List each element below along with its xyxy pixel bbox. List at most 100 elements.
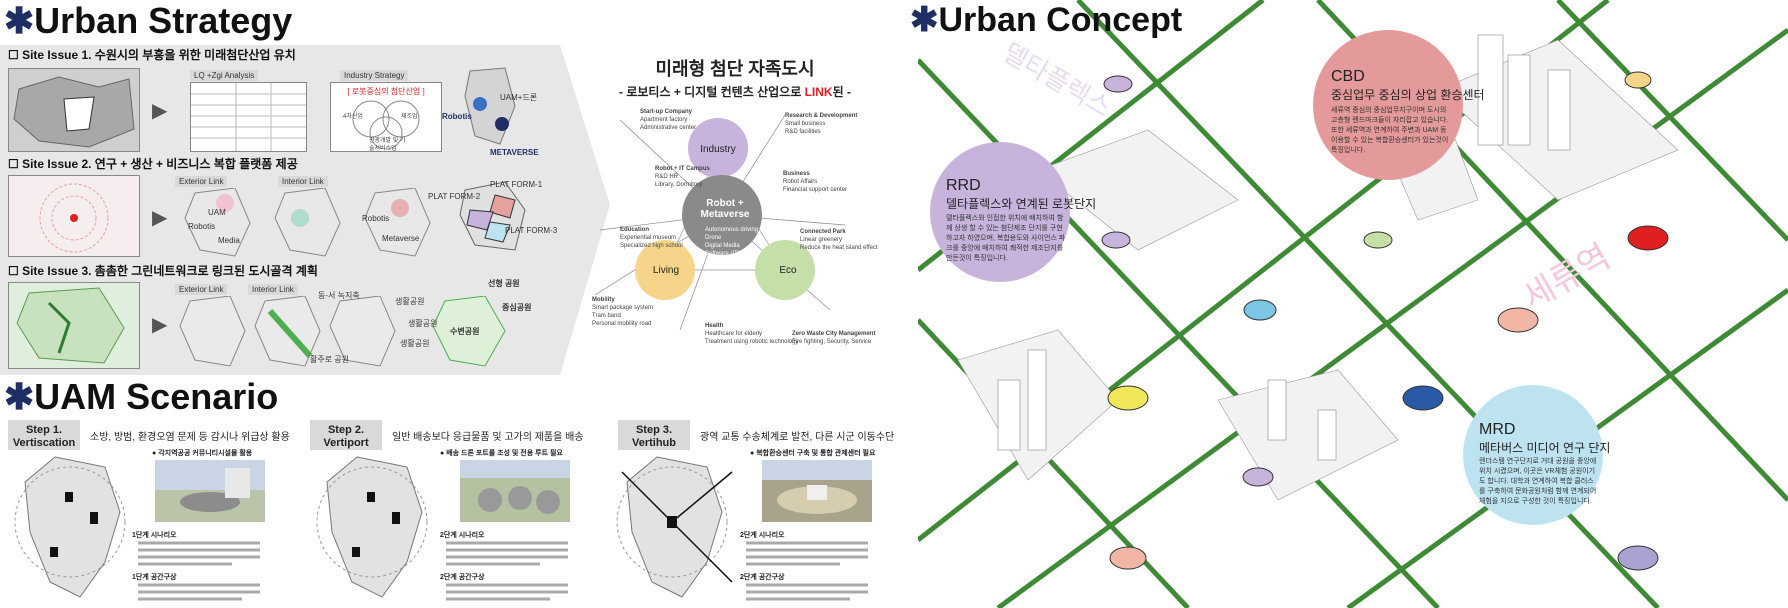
- step-2-text: [440, 540, 570, 575]
- exterior-link-label: Exterior Link: [175, 284, 228, 295]
- arrow-icon: ▶: [152, 207, 168, 229]
- platform-label: PLAT FORM-2: [428, 192, 481, 201]
- site-map-1: [8, 68, 140, 152]
- link-label: UAM: [208, 208, 226, 217]
- step-3-map: [616, 456, 733, 598]
- living-node: [635, 240, 695, 300]
- step-1-text: [132, 540, 262, 575]
- step-1-render: [155, 460, 265, 522]
- platform-label: PLAT FORM-3: [505, 226, 558, 235]
- green-label: 동-서 녹지축: [318, 291, 360, 300]
- eco-label: Eco: [779, 265, 797, 276]
- step-3-badge: Step 3.Vertihub: [618, 420, 690, 450]
- green-label: 활주로 공원: [310, 355, 350, 364]
- site-map-2: [8, 175, 140, 257]
- future-city-diagram: 미래형 첨단 자족도시 - 로보티스 + 디지털 컨텐츠 산업으로 LINK된 …: [590, 55, 880, 100]
- mrd-text: 렌더스템 연구단지로 거대 공원을 중앙에 위치 시켰으며, 이곳은 VR체험 …: [1479, 458, 1597, 505]
- arrow-icon: ▶: [152, 100, 168, 122]
- step-1-bullet: ● 각지역공공 커뮤니티시설물 활용: [152, 450, 253, 457]
- center-node: [682, 175, 762, 255]
- green-label: 생활공원: [408, 319, 438, 328]
- cbd-text: 세류역 중심의 중심업무지구이며 도시의 고층형 랜드마크들이 자리잡고 있습니…: [1331, 107, 1449, 154]
- asterisk-icon: ✱: [4, 376, 35, 417]
- diagram-subtitle: - 로보티스 + 디지털 컨텐츠 산업으로 LINK된 -: [619, 85, 851, 99]
- concept-map: [918, 0, 1788, 608]
- green-label: 수변공원: [450, 327, 480, 336]
- step-1-badge: Step 1.Vertiscation: [8, 420, 80, 450]
- link-label: Robotis: [188, 222, 216, 231]
- rrd-title: RRD: [946, 177, 981, 194]
- platform-label: PLAT FORM-1: [490, 180, 543, 189]
- site-map-3: [8, 282, 140, 369]
- step-3-space: 2단계 공간구상: [740, 574, 785, 581]
- cbd-subtitle: 중심업무 중심의 상업 환승센터: [1331, 88, 1485, 102]
- diagram-network: [594, 114, 846, 331]
- link-diagrams: [184, 188, 431, 257]
- asterisk-icon: ✱: [4, 0, 35, 41]
- robotis-map: [460, 66, 520, 146]
- step-3-desc: 광역 교통 수송체계로 발전, 다른 시군 이동수단: [700, 432, 895, 443]
- step-1-scenario: 1단계 시나리오: [132, 532, 177, 539]
- robotis-label: Robotis: [442, 112, 472, 121]
- green-label: 중심공원: [502, 303, 532, 312]
- living-label: Living: [652, 265, 680, 276]
- link-label: Robotis: [362, 214, 390, 223]
- urban-strategy-panel: ✱Urban Strategy ☐ Site Issue 1. 수원시의 부흥을…: [0, 0, 610, 375]
- green-network-diagrams: [179, 296, 506, 367]
- step-2-space: 2단계 공간구상: [440, 574, 485, 581]
- step-2-map: [316, 456, 428, 598]
- eco-node: [755, 240, 815, 300]
- step-3-render: [762, 460, 872, 522]
- metaverse-label: METAVERSE: [490, 148, 539, 157]
- step-3-scenario: 2단계 시나리오: [740, 532, 785, 539]
- step-2-scenario: 2단계 시나리오: [440, 532, 485, 539]
- urban-concept-title: ✱Urban Concept: [910, 1, 1183, 39]
- step-2-badge: Step 2.Vertiport: [310, 420, 382, 450]
- urban-concept-panel: ✱Urban Concept 델타플렉스 세류역 RRD 델타플렉스와 연계된 …: [910, 0, 1788, 608]
- lq-table: [190, 82, 307, 152]
- link-label: Media: [218, 236, 240, 245]
- step-1-map: [14, 456, 126, 598]
- interior-link-label: Interior Link: [278, 176, 328, 187]
- step-2-bullet: ● 배송 드론 포트를 조성 및 전용 루트 필요: [440, 450, 563, 457]
- industry-strategy-label: Industry Strategy: [340, 70, 409, 81]
- lq-analysis-label: LQ +Zgi Analysis: [190, 70, 259, 81]
- link-label: Metaverse: [382, 234, 420, 243]
- industry-strategy-box: [ 로봇중심의 첨단산업 ] 4차산업 제조업 관광개발 및 기술서비스업: [330, 82, 442, 152]
- step-2-render: [460, 460, 570, 522]
- interior-link-label: Interior Link: [248, 284, 298, 295]
- asterisk-icon: ✱: [910, 1, 939, 39]
- mrd-circle: MRD 메타버스 미디어 연구 단지 렌더스템 연구단지로 거대 공원을 중앙에…: [1463, 385, 1610, 525]
- rrd-circle: RRD 델타플렉스와 연계된 로봇단지 델타플렉스와 인접한 위치에 배치하여 …: [930, 142, 1096, 282]
- venn-label: 4차산업: [343, 114, 363, 120]
- green-label: 생활공원: [395, 297, 425, 306]
- cbd-title: CBD: [1331, 68, 1365, 85]
- industry-node: [688, 118, 748, 178]
- step-3-bullet: ● 복합환승센터 구축 및 통합 관제센터 필요: [750, 450, 876, 457]
- step-1-desc: 소방, 방범, 환경오염 문제 등 감시나 위급상 활용: [90, 432, 290, 443]
- mrd-title: MRD: [1479, 421, 1516, 438]
- arrow-icon: ▶: [152, 314, 168, 336]
- platform-map: [459, 181, 526, 251]
- step-1-text-2: [132, 582, 262, 607]
- step-1-space: 1단계 공간구상: [132, 574, 177, 581]
- strategy-pick: [ 로봇중심의 첨단산업 ]: [347, 87, 425, 96]
- cbd-circle: CBD 중심업무 중심의 상업 환승센터 세류역 중심의 중심업무지구이며 도시…: [1313, 30, 1485, 180]
- site-issue-1-label: ☐ Site Issue 1. 수원시의 부흥을 위한 미래첨단산업 유치: [8, 48, 296, 62]
- mrd-subtitle: 메타버스 미디어 연구 단지: [1479, 441, 1611, 455]
- venn-label: 관광개발 및 기술서비스업: [369, 138, 406, 152]
- site-issue-2-label: ☐ Site Issue 2. 연구 + 생산 + 비즈니스 복합 플랫폼 제공: [8, 157, 298, 171]
- rrd-text: 델타플렉스와 인접한 위치에 배치하여 함께 상생 할 수 있는 첨단제조 단지…: [946, 215, 1066, 262]
- exterior-link-label: Exterior Link: [175, 176, 228, 187]
- green-label: 선형 공원: [488, 279, 520, 288]
- rrd-subtitle: 델타플렉스와 연계된 로봇단지: [946, 197, 1097, 211]
- venn-label: 제조업: [401, 114, 418, 120]
